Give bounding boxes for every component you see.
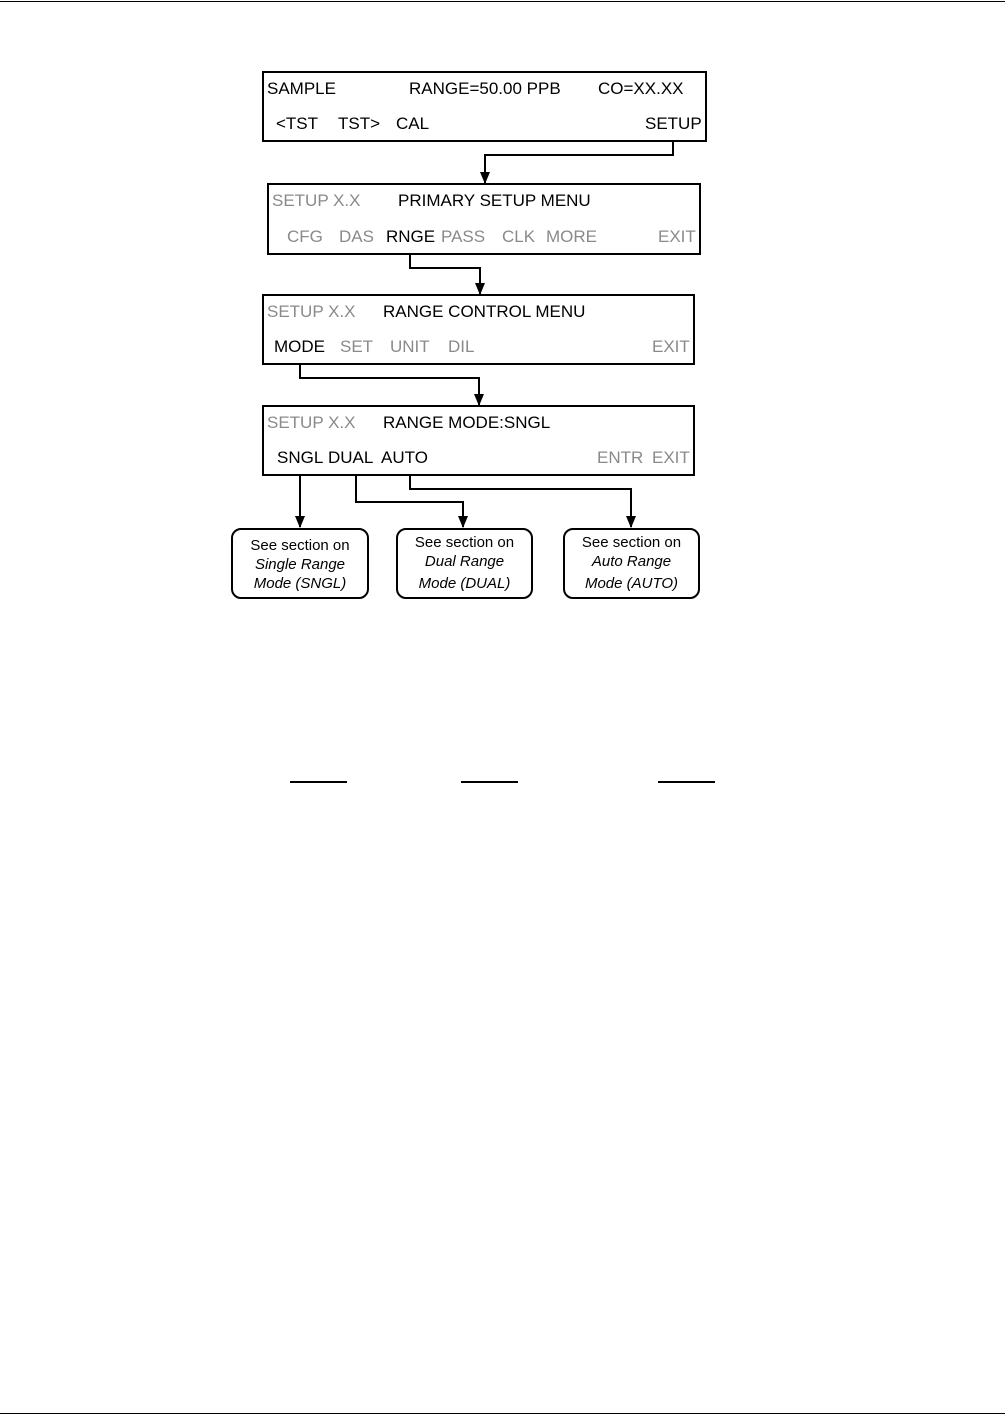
callout-lead: See section on xyxy=(581,534,682,551)
mode-button[interactable]: MODE xyxy=(274,337,325,356)
top-rule xyxy=(0,1,1005,2)
tst-next-button[interactable]: TST> xyxy=(338,114,381,133)
setup-button[interactable]: SETUP xyxy=(645,114,702,133)
clk-button[interactable]: CLK xyxy=(502,227,536,246)
callout-range-name: Auto Range xyxy=(591,553,672,570)
dual-button[interactable]: DUAL xyxy=(328,448,374,467)
dil-button[interactable]: DIL xyxy=(448,337,475,356)
concentration-readout: CO=XX.XX xyxy=(598,79,684,98)
sample-screen: SAMPLE RANGE=50.00 PPB CO=XX.XX <TST TST… xyxy=(262,71,707,142)
entr-button[interactable]: ENTR xyxy=(597,448,644,467)
callout-range-name: Dual Range xyxy=(424,553,505,570)
more-button[interactable]: MORE xyxy=(546,227,597,246)
exit-button[interactable]: EXIT xyxy=(652,448,690,467)
callout-mode-name: Mode (SNGL) xyxy=(253,575,347,592)
callout-auto-range: See section on Auto Range Mode (AUTO) xyxy=(563,528,700,599)
screen-title: RANGE MODE:SNGL xyxy=(383,413,551,432)
cal-button[interactable]: CAL xyxy=(396,114,430,133)
callout-dual-range: See section on Dual Range Mode (DUAL) xyxy=(396,528,533,599)
setup-version-label: SETUP X.X xyxy=(272,191,361,210)
range-readout: RANGE=50.00 PPB xyxy=(409,79,561,98)
connector-mode xyxy=(299,364,480,405)
exit-button[interactable]: EXIT xyxy=(658,227,696,246)
blank-line xyxy=(658,781,715,783)
auto-button[interactable]: AUTO xyxy=(381,448,428,467)
screen-mode-label: SAMPLE xyxy=(267,79,336,98)
screen-title: PRIMARY SETUP MENU xyxy=(398,191,591,210)
callout-lead: See section on xyxy=(250,537,350,554)
callout-mode-name: Mode (DUAL) xyxy=(418,575,511,592)
connector-rnge xyxy=(409,254,481,294)
unit-button[interactable]: UNIT xyxy=(390,337,430,356)
connector-dual xyxy=(355,476,464,527)
blank-line xyxy=(290,781,347,783)
pass-button[interactable]: PASS xyxy=(441,227,486,246)
set-button[interactable]: SET xyxy=(340,337,374,356)
exit-button[interactable]: EXIT xyxy=(652,337,690,356)
range-mode-screen: SETUP X.X RANGE MODE:SNGL SNGL DUAL AUTO… xyxy=(262,405,695,476)
screen-title: RANGE CONTROL MENU xyxy=(383,302,586,321)
callout-range-name: Single Range xyxy=(254,556,346,573)
rnge-button[interactable]: RNGE xyxy=(386,227,436,246)
tst-prev-button[interactable]: <TST xyxy=(276,114,319,133)
sngl-button[interactable]: SNGL xyxy=(277,448,324,467)
connector-auto xyxy=(409,476,632,527)
range-control-screen: SETUP X.X RANGE CONTROL MENU MODE SET UN… xyxy=(262,294,695,365)
callout-mode-name: Mode (AUTO) xyxy=(584,575,679,592)
callout-single-range: See section on Single Range Mode (SNGL) xyxy=(231,528,369,599)
primary-setup-screen: SETUP X.X PRIMARY SETUP MENU CFG DAS RNG… xyxy=(267,183,701,255)
das-button[interactable]: DAS xyxy=(339,227,374,246)
cfg-button[interactable]: CFG xyxy=(287,227,323,246)
bottom-rule xyxy=(0,1413,1005,1414)
connector-setup xyxy=(484,140,674,183)
setup-version-label: SETUP X.X xyxy=(267,413,356,432)
blank-line xyxy=(461,781,518,783)
setup-version-label: SETUP X.X xyxy=(267,302,356,321)
callout-lead: See section on xyxy=(414,534,515,551)
